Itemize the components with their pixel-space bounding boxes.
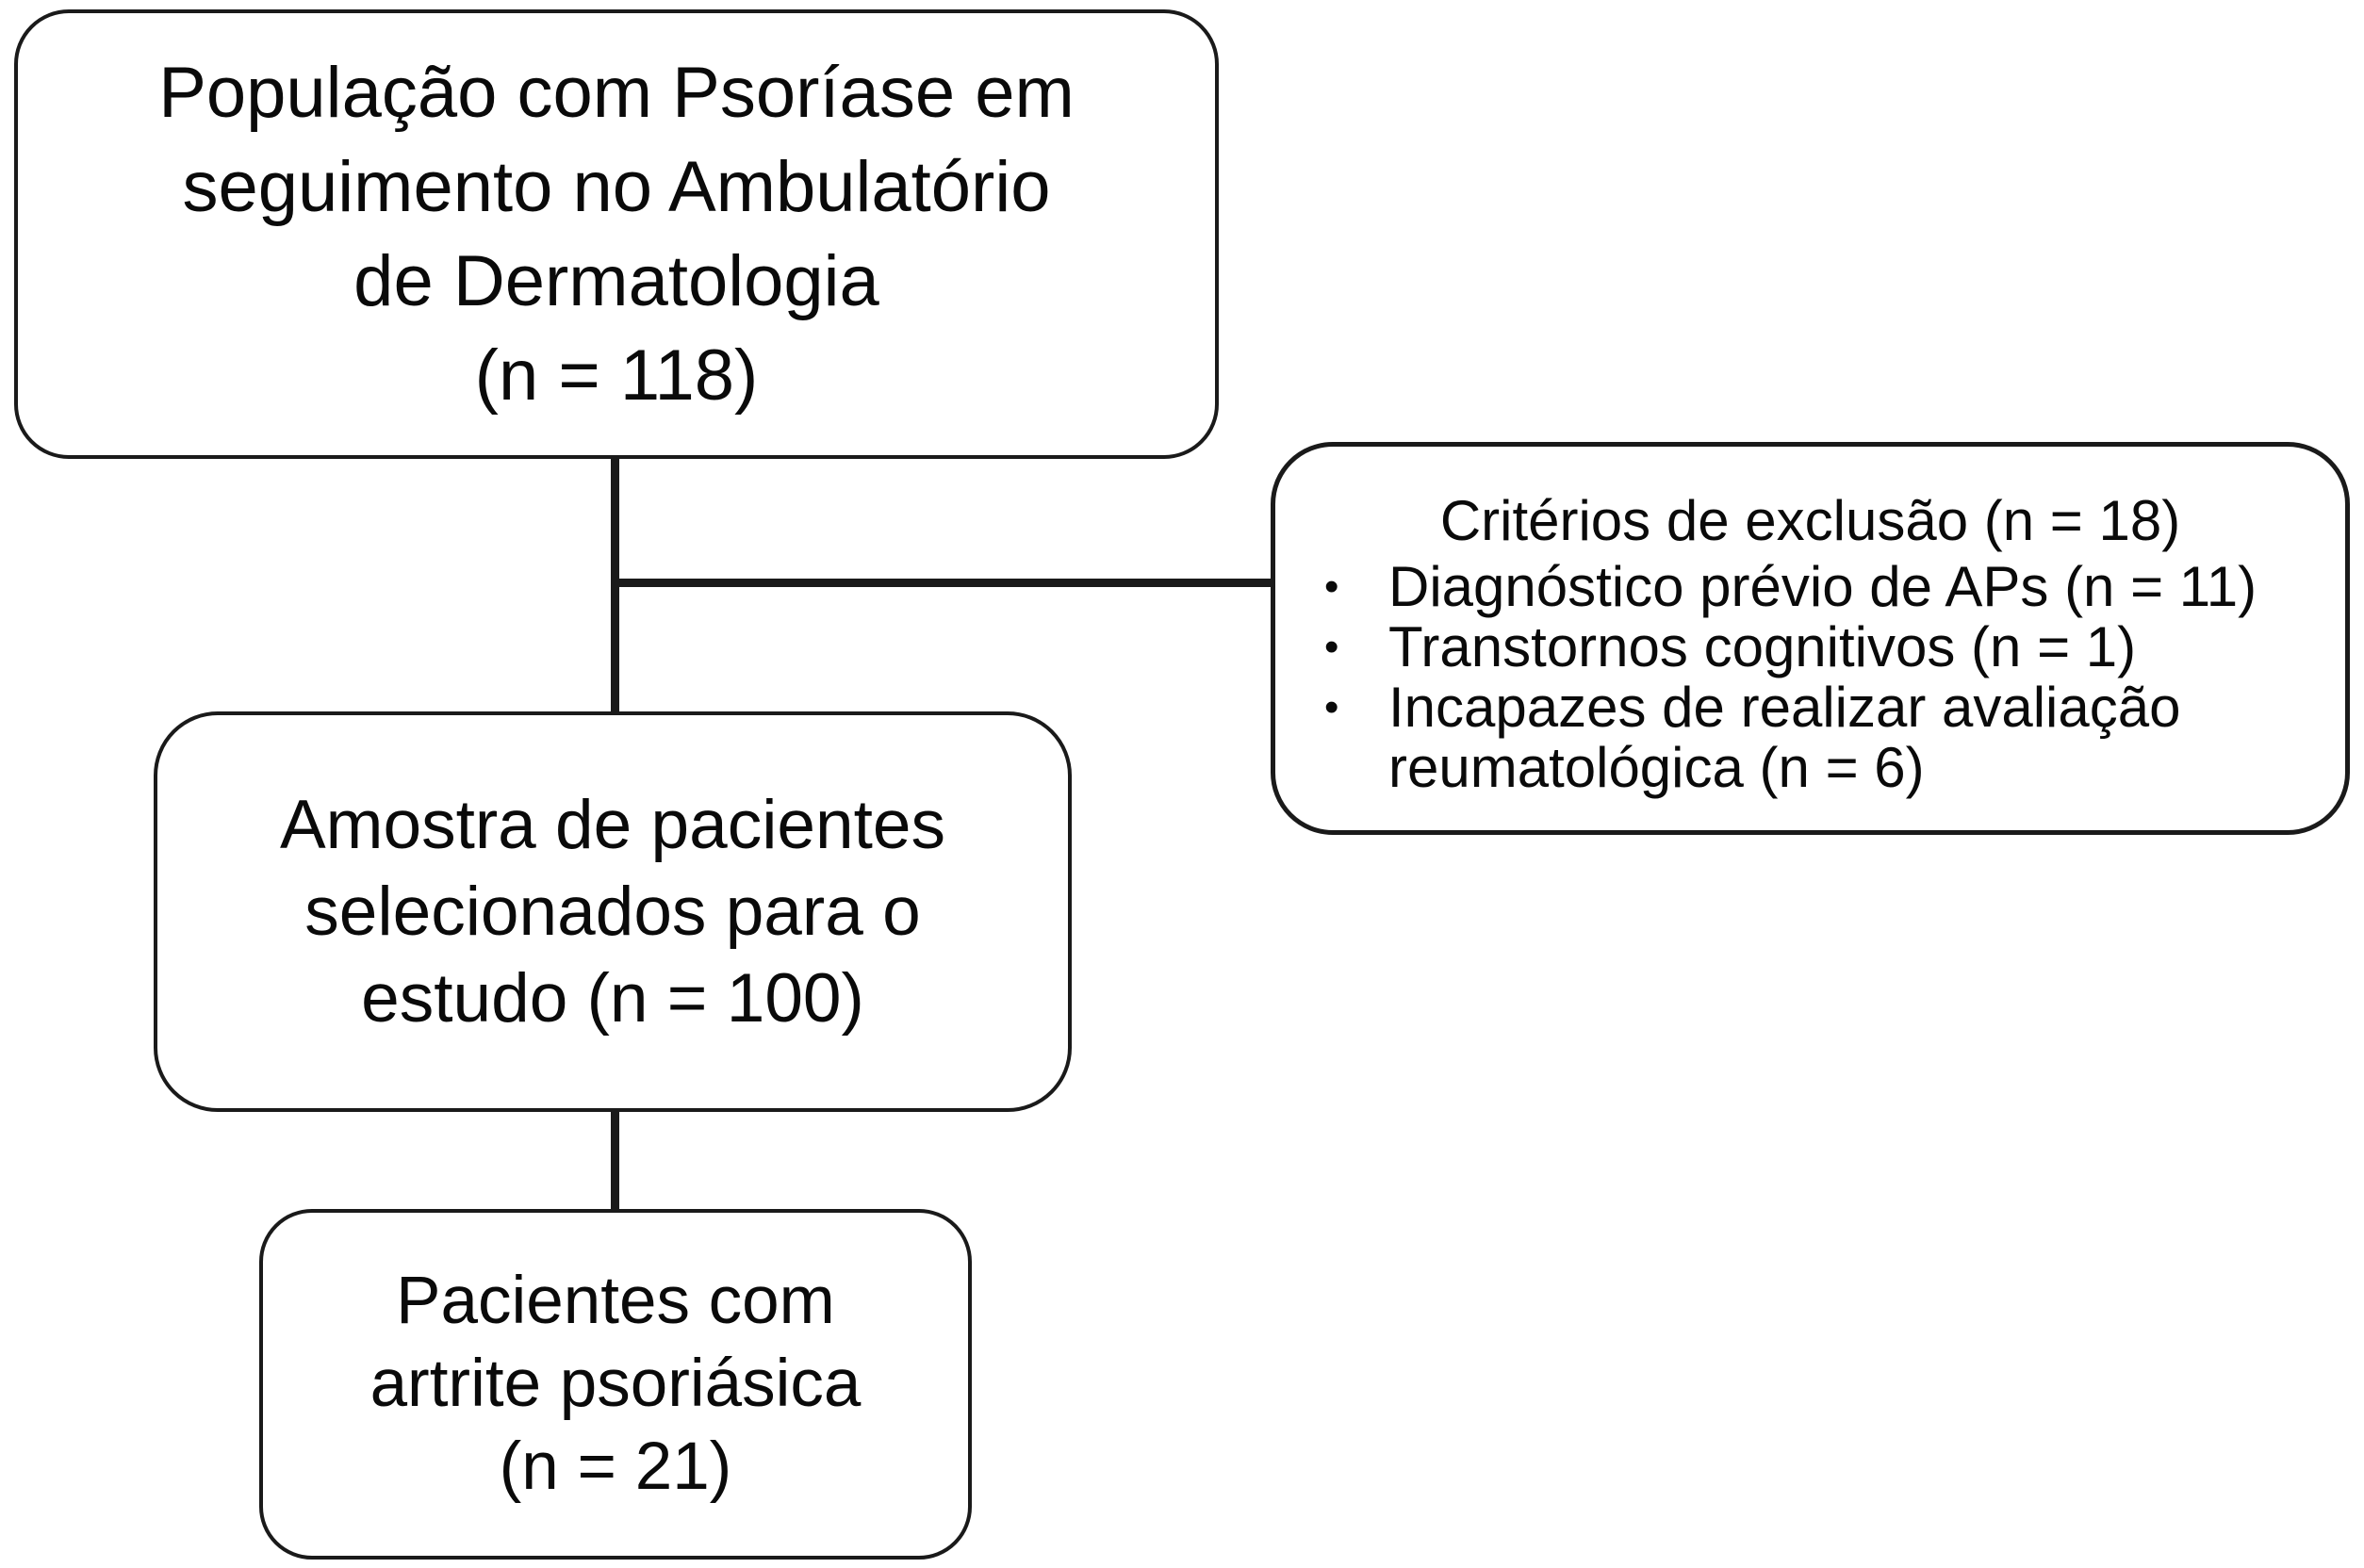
exclusion-item-3-text-line-2: reumatológica (n = 6) — [1388, 736, 1925, 799]
sample-line-1: Amostra de pacientes — [279, 786, 946, 863]
connector-branch-to-exclusion — [611, 579, 1274, 587]
population-box: População com Psoríase em seguimento no … — [14, 9, 1219, 459]
connector-sample-to-psa — [611, 1105, 619, 1211]
population-line-2: seguimento no Ambulatório — [182, 146, 1051, 227]
psoriatic-arthritis-box: Pacientes com artrite psoriásica (n = 21… — [259, 1209, 972, 1560]
exclusion-criteria-box: Critérios de exclusão (n = 18) • Diagnós… — [1271, 442, 2350, 835]
sample-line-2: selecionados para o — [304, 873, 921, 950]
exclusion-item: • Incapazes de realizar avaliação reumat… — [1275, 678, 2345, 798]
psa-line-1: Pacientes com — [396, 1264, 835, 1338]
population-line-1: População com Psoríase em — [158, 52, 1075, 133]
selected-sample-box: Amostra de pacientes selecionados para o… — [154, 711, 1072, 1112]
exclusion-list: • Diagnóstico prévio de APs (n = 11) • T… — [1275, 557, 2345, 798]
bullet-icon: • — [1324, 564, 1339, 610]
psa-line-3: (n = 21) — [499, 1429, 732, 1504]
bullet-icon: • — [1324, 684, 1339, 730]
population-box-text: População com Psoríase em seguimento no … — [18, 13, 1215, 455]
psa-line-2: artrite psoriásica — [369, 1347, 862, 1421]
bullet-icon: • — [1324, 624, 1339, 670]
selected-sample-box-text: Amostra de pacientes selecionados para o… — [157, 715, 1068, 1108]
exclusion-item-1-text: Diagnóstico prévio de APs (n = 11) — [1388, 555, 2257, 618]
exclusion-item: • Transtornos cognitivos (n = 1) — [1275, 617, 2345, 678]
exclusion-item: • Diagnóstico prévio de APs (n = 11) — [1275, 557, 2345, 617]
exclusion-item-3-text-line-1: Incapazes de realizar avaliação — [1388, 676, 2181, 739]
sample-line-3: estudo (n = 100) — [361, 959, 864, 1037]
psoriatic-arthritis-box-text: Pacientes com artrite psoriásica (n = 21… — [263, 1213, 968, 1556]
population-line-4: (n = 118) — [474, 335, 759, 416]
exclusion-title: Critérios de exclusão (n = 18) — [1439, 489, 2181, 552]
population-line-3: de Dermatologia — [353, 240, 879, 321]
exclusion-item-2-text: Transtornos cognitivos (n = 1) — [1388, 615, 2137, 678]
